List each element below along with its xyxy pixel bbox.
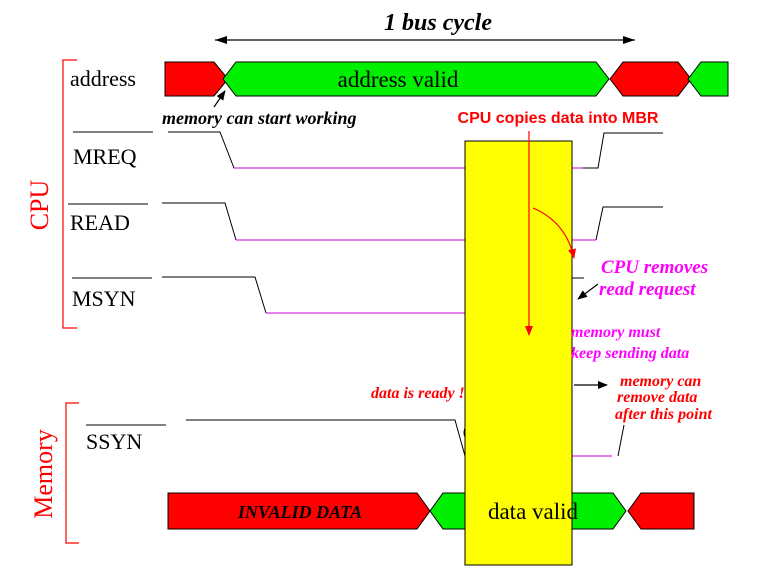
mreq-rising-edge (583, 132, 663, 169)
bus-cycle-left-arrowhead (215, 36, 227, 44)
msyn-release-arrow (532, 207, 576, 259)
address-valid-segment (222, 61, 610, 97)
data-next-invalid-segment (627, 492, 695, 530)
msyn-signal-label: MSYN (72, 286, 136, 311)
read-rising-edge (595, 206, 663, 241)
data-valid-label: data valid (488, 499, 579, 524)
cpu-removes-annotation-line1: CPU removes (601, 257, 708, 278)
invalid-data-label: INVALID DATA (237, 502, 362, 522)
cpu-group-bracket (62, 59, 77, 329)
cpu-removes-arrow (577, 283, 599, 300)
data-invalid-segment (167, 492, 431, 530)
read-signal-label: READ (70, 210, 130, 235)
bus-cycle-right-arrowhead (623, 36, 635, 44)
memory-keep-annotation-line1: memory must (571, 324, 661, 341)
address-next-invalid-segment (609, 61, 692, 97)
msyn-falling-edge (162, 276, 267, 314)
data-ready-tick (463, 427, 466, 438)
memory-start-annotation: memory can start working (162, 108, 357, 128)
memory-remove-pointer-line (617, 424, 625, 457)
mreq-signal-label: MREQ (73, 144, 137, 169)
memory-remove-annotation-line1: memory can (620, 373, 701, 390)
read-falling-edge (162, 202, 237, 241)
cpu-copies-annotation: CPU copies data into MBR (458, 110, 659, 127)
memory-group-label: Memory (29, 429, 58, 519)
address-signal-label: address (70, 66, 136, 91)
memory-keep-annotation-line2: keep sending data (571, 345, 689, 362)
ssyn-falling-edge (186, 419, 466, 457)
address-next-valid-segment (687, 61, 729, 97)
memory-remove-annotation-line3: after this point (615, 406, 712, 423)
ssyn-signal-label: SSYN (86, 429, 142, 454)
address-invalid-segment (164, 61, 229, 97)
bus-cycle-title: 1 bus cycle (384, 10, 492, 36)
memory-start-arrow (213, 90, 226, 108)
data-ready-annotation: data is ready ! (371, 385, 465, 402)
memory-group-bracket (65, 402, 79, 544)
data-transfer-window (464, 140, 573, 566)
address-valid-label: address valid (338, 67, 459, 92)
memory-remove-annotation-line2: remove data (617, 389, 697, 406)
cpu-group-label: CPU (25, 179, 54, 230)
cpu-removes-annotation-line2: read request (599, 279, 696, 300)
